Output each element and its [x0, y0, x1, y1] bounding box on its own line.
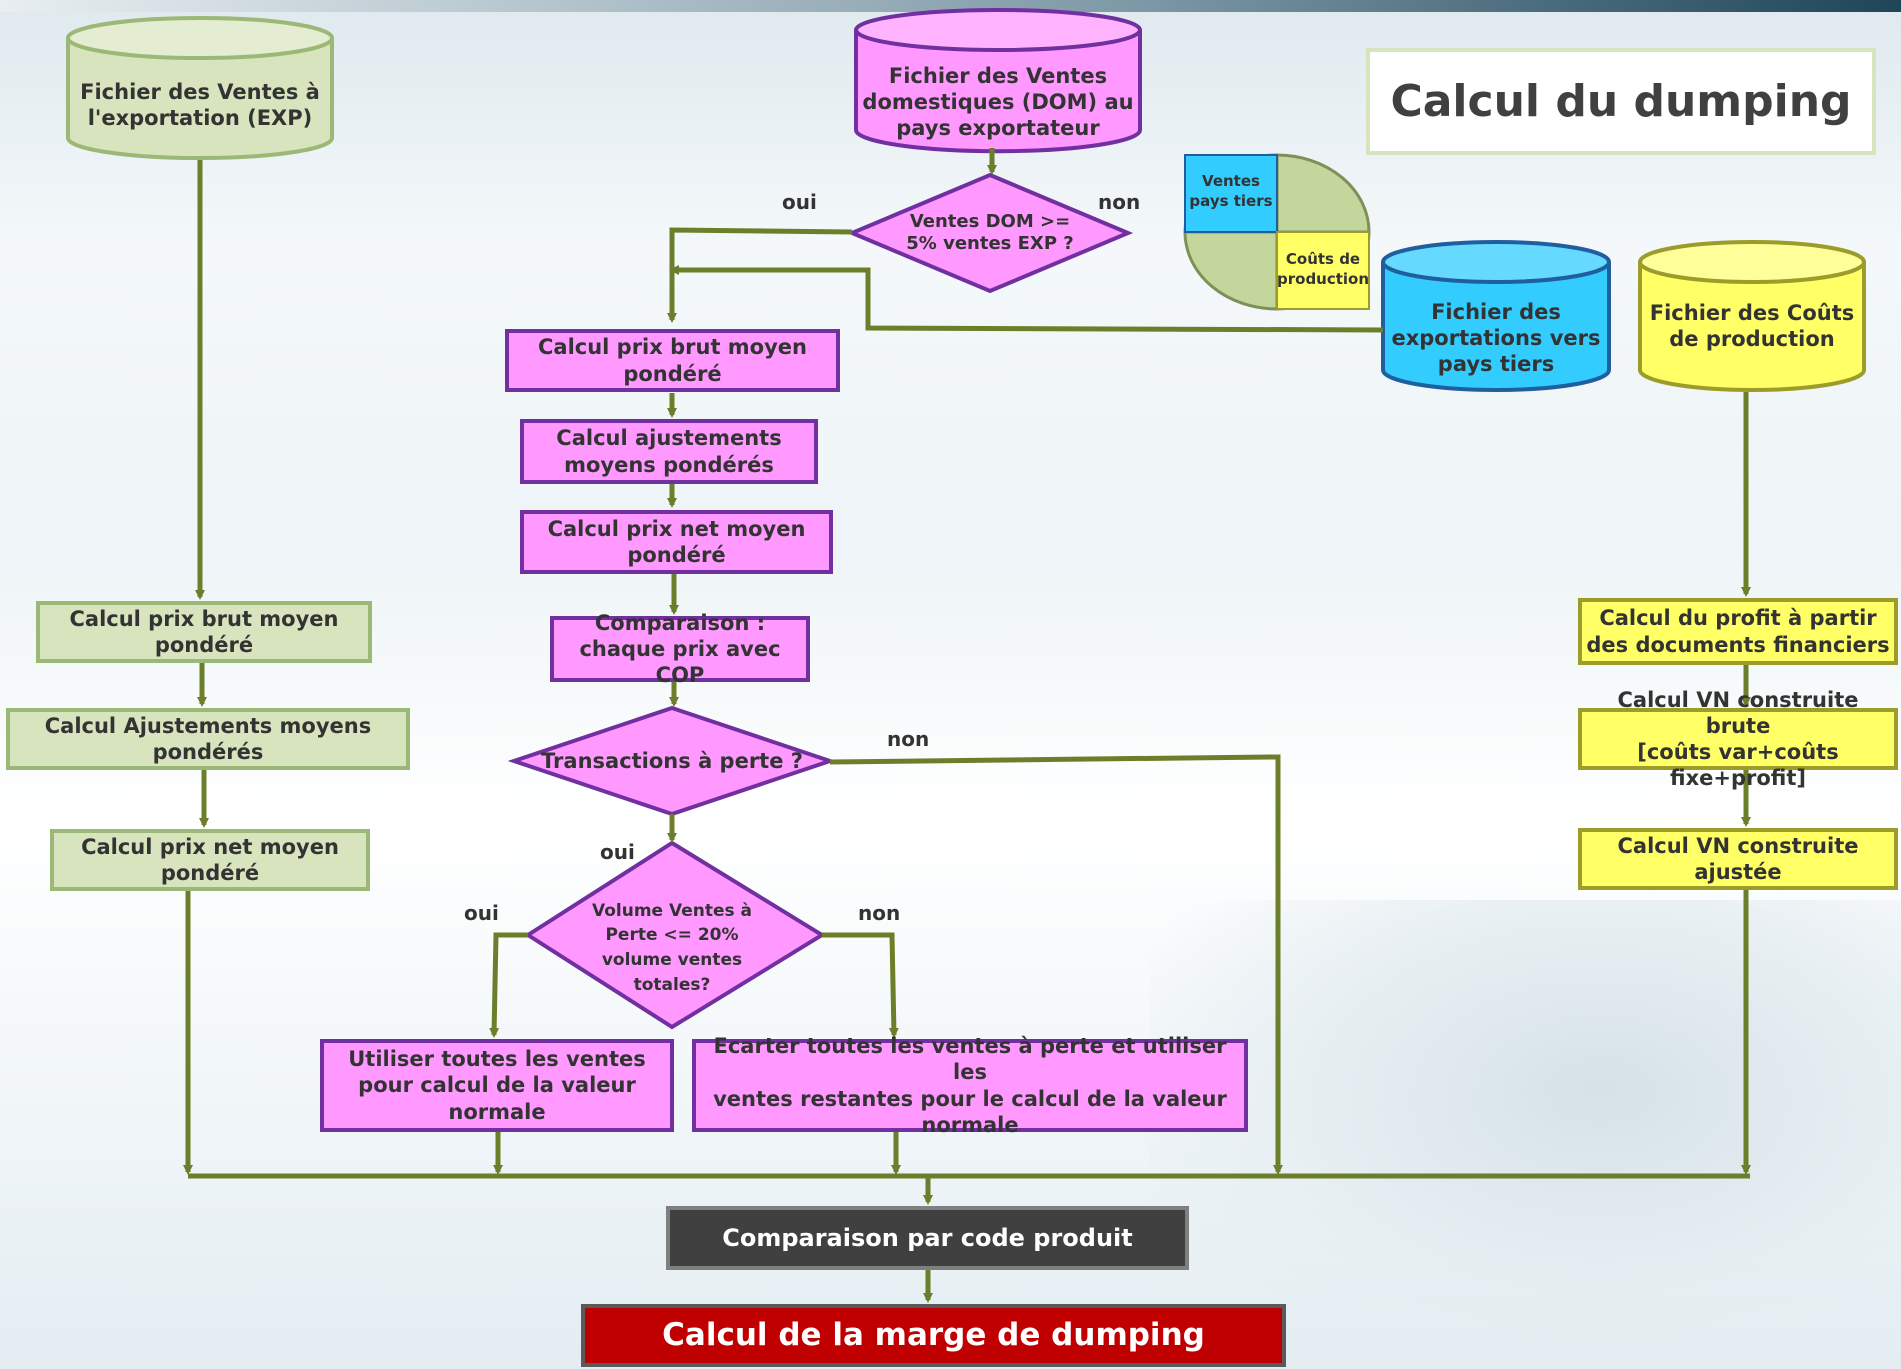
edge-label-oui-perte: oui: [600, 840, 635, 864]
middle-net-box: Calcul prix net moyen pondéré: [520, 510, 833, 574]
database-tiers-label: Fichier des exportations vers pays tiers: [1391, 299, 1601, 377]
left-brut-box: Calcul prix brut moyen pondéré: [36, 601, 372, 663]
left-ajustements-box: Calcul Ajustements moyens pondérés: [6, 708, 410, 770]
database-exp-label: Fichier des Ventes à l'exportation (EXP): [80, 79, 320, 130]
right-vn-brute-box: Calcul VN construite brute [coûts var+co…: [1578, 688, 1898, 790]
marge-dumping-box: Calcul de la marge de dumping: [581, 1304, 1286, 1367]
edge-label-non-volume: non: [858, 901, 901, 925]
database-dom-cylinder: [854, 8, 1142, 154]
middle-brut-box: Calcul prix brut moyen pondéré: [505, 329, 840, 392]
middle-ajustements-box: Calcul ajustements moyens pondérés: [520, 419, 818, 484]
right-vn-ajustee-box: Calcul VN construite ajustée: [1578, 828, 1898, 890]
connectors: [183, 148, 1751, 1303]
ecarter-ventes-box: Ecarter toutes les ventes à perte et uti…: [692, 1034, 1248, 1137]
database-exp-cylinder: [66, 16, 334, 160]
database-cop-cylinder: [1638, 240, 1866, 392]
pie-label-couts-production: Coûts de production: [1277, 250, 1370, 288]
decision-dom-label: Ventes DOM >= 5% ventes EXP ?: [906, 210, 1074, 255]
edge-label-non-perte: non: [887, 727, 930, 751]
right-profit-box: Calcul du profit à partir des documents …: [1578, 598, 1898, 665]
utiliser-ventes-box: Utiliser toutes les ventes pour calcul d…: [320, 1039, 674, 1132]
page-title: Calcul du dumping: [1366, 48, 1876, 155]
comparaison-produit-box: Comparaison par code produit: [666, 1206, 1189, 1270]
database-cop-label: Fichier des Coûts de production: [1649, 300, 1855, 351]
edge-label-oui-volume: oui: [464, 901, 499, 925]
left-net-box: Calcul prix net moyen pondéré: [50, 829, 370, 891]
comparaison-cop-box: Comparaison : chaque prix avec COP: [550, 611, 810, 687]
decision-volume-diamond: [524, 840, 826, 1030]
pie-label-ventes-tiers: Ventes pays tiers: [1189, 172, 1273, 210]
database-tiers-cylinder: [1381, 240, 1611, 392]
decision-perte-label: Transactions à perte ?: [541, 748, 803, 773]
edge-label-oui-dom: oui: [782, 190, 817, 214]
decision-volume-label: Volume Ventes à Perte <= 20% volume vent…: [591, 900, 753, 995]
edge-label-non-dom: non: [1098, 190, 1141, 214]
database-dom-label: Fichier des Ventes domestiques (DOM) au …: [862, 63, 1134, 141]
top-banner: [0, 0, 1901, 12]
pie-chart: [1183, 153, 1371, 311]
decision-dom-diamond: [846, 172, 1134, 294]
background-room-image: [1150, 900, 1901, 1369]
